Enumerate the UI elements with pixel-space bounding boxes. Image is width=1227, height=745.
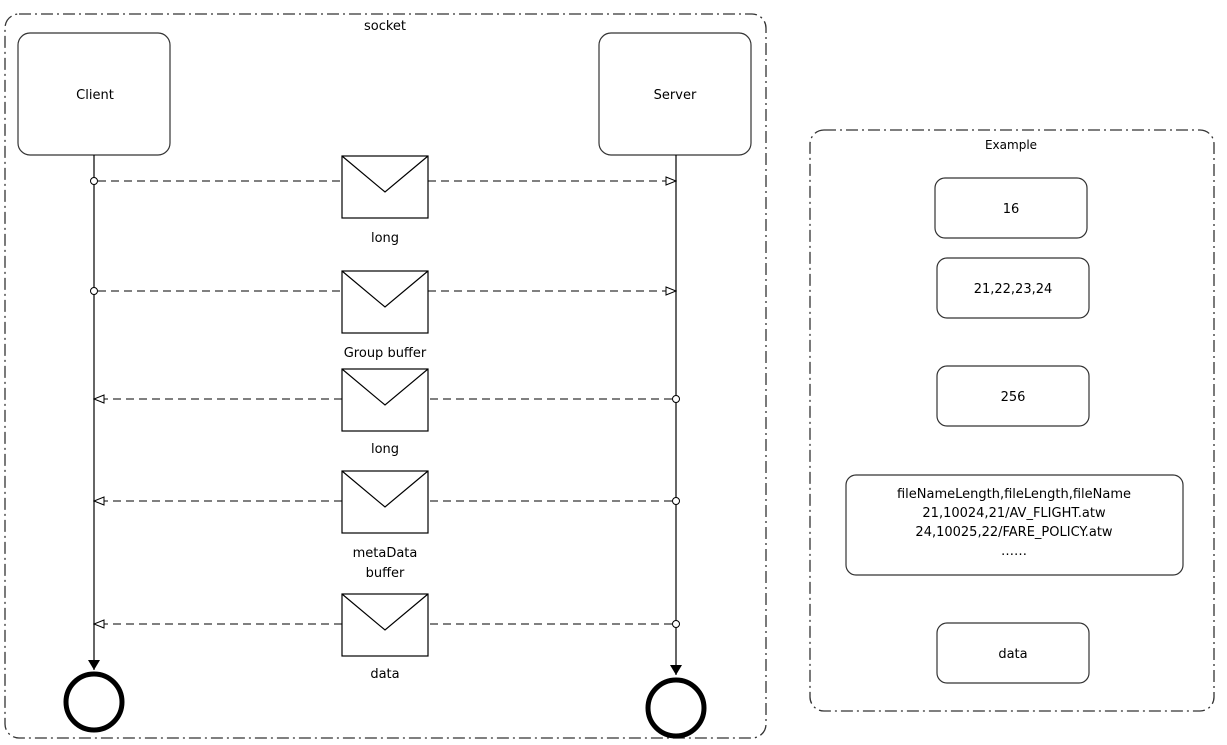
example-box-16: 16 [934,177,1088,239]
example-box-text: 256 [1001,390,1026,405]
client-label: Client [76,88,114,103]
example-box-256: 256 [936,365,1090,427]
envelope-icon [341,470,429,534]
envelope-icon [341,593,429,657]
example-box-data: data [936,622,1090,684]
message-label: data [370,667,399,682]
example-frame: Example [809,129,1215,712]
message-label: long [371,231,399,246]
client-box: Client [17,32,171,156]
example-box-text: 16 [1003,202,1020,217]
example-box-group-ids: 21,22,23,24 [936,257,1090,319]
message-group-buffer: Group buffer [90,270,677,361]
message-metadata-buffer: metaData buffer [94,470,680,581]
server-end-circle [645,677,707,739]
metadata-line-2: 21,10024,21/AV_FLIGHT.atw [922,506,1106,521]
metadata-line-3: 24,10025,22/FARE_POLICY.atw [915,525,1113,540]
client-end-circle [63,671,125,733]
metadata-line-1: fileNameLength,fileLength,fileName [897,487,1131,502]
envelope-icon [341,155,429,219]
message-data: data [94,593,680,682]
message-long-response: long [94,368,680,457]
message-label: Group buffer [344,346,427,361]
example-box-metadata: fileNameLength,fileLength,fileName 21,10… [845,474,1184,576]
example-box-text: 21,22,23,24 [974,282,1053,297]
envelope-icon [341,270,429,334]
socket-title: socket [364,19,406,34]
message-label-line2: buffer [366,566,405,581]
server-box: Server [598,32,752,156]
metadata-line-4: …… [1001,544,1027,559]
message-long-request: long [90,155,677,246]
envelope-icon [341,368,429,432]
example-title: Example [985,138,1037,152]
message-label-line1: metaData [353,546,418,561]
example-box-text: data [998,647,1027,662]
server-label: Server [654,88,697,103]
message-label: long [371,442,399,457]
socket-frame: socket [4,13,767,739]
